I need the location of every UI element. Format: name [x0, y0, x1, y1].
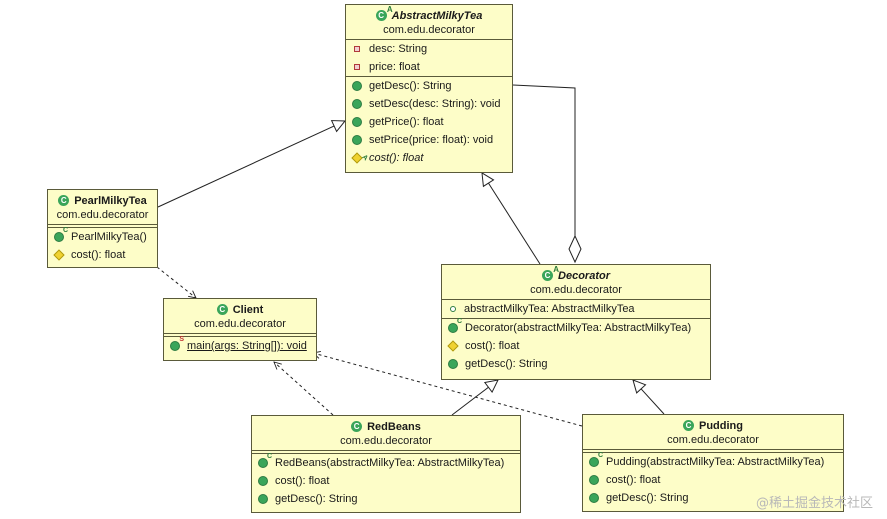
package-field-icon — [450, 306, 456, 312]
constructor-icon: C — [589, 452, 603, 467]
package-name: com.edu.decorator — [194, 318, 286, 330]
aggregation-decorator-abstract — [512, 84, 576, 236]
constructor-icon: C — [258, 453, 272, 468]
aggregation-diamond — [568, 234, 582, 264]
method-row[interactable]: getDesc(): String — [252, 490, 520, 508]
package-name: com.edu.decorator — [667, 434, 759, 446]
method-row[interactable]: cost(): float — [252, 472, 520, 490]
field-row[interactable]: price: float — [346, 58, 512, 76]
dependency-redbeans-to-client — [274, 362, 334, 416]
public-method-icon — [352, 135, 362, 145]
protected-method-icon — [447, 340, 459, 352]
public-method-icon — [589, 493, 599, 503]
fields-separator — [442, 299, 710, 300]
static-method-icon: S — [170, 336, 184, 351]
generalization-redbeans-to-decorator — [451, 380, 498, 416]
class-icon: C — [216, 304, 228, 315]
generalization-decorator-to-abstract — [482, 173, 541, 265]
method-row[interactable]: getDesc(): String — [442, 355, 710, 373]
private-field-icon — [354, 46, 360, 52]
protected-method-icon — [53, 249, 65, 261]
public-method-icon — [448, 359, 458, 369]
package-name: com.edu.decorator — [340, 435, 432, 447]
methods-separator — [583, 452, 843, 453]
fields-separator — [252, 450, 520, 451]
methods-separator — [442, 318, 710, 319]
method-row[interactable]: cost(): float — [442, 337, 710, 355]
package-name: com.edu.decorator — [56, 209, 149, 221]
generalization-pearl-to-abstract — [157, 121, 345, 208]
methods-separator — [252, 453, 520, 454]
public-method-icon — [352, 117, 362, 127]
method-row[interactable]: cost(): float — [583, 471, 843, 489]
class-name: RedBeans — [367, 420, 421, 433]
package-name: com.edu.decorator — [530, 284, 622, 296]
dependency-pudding-to-client — [313, 353, 583, 427]
generalization-pudding-to-decorator — [633, 380, 665, 415]
class-icon: C — [351, 421, 363, 432]
private-field-icon — [354, 64, 360, 70]
public-method-icon — [352, 99, 362, 109]
fields-separator — [346, 39, 512, 40]
dependency-pearl-to-client — [156, 266, 196, 298]
constructor-icon: C — [448, 318, 462, 333]
public-method-icon — [352, 81, 362, 91]
constructor-icon: C — [54, 227, 68, 242]
fields-separator — [583, 449, 843, 450]
class-name: Pudding — [699, 419, 743, 432]
class-icon: C — [683, 420, 694, 431]
class-name: PearlMilkyTea — [74, 194, 147, 207]
class-icon: C — [58, 195, 70, 206]
methods-separator — [164, 336, 316, 337]
class-name: Client — [232, 303, 264, 316]
public-method-icon — [258, 476, 268, 486]
method-row[interactable]: setDesc(desc: String): void — [346, 95, 512, 113]
method-row[interactable]: cost(): float — [48, 246, 157, 264]
public-method-icon — [589, 475, 599, 485]
methods-separator — [346, 76, 512, 77]
method-row[interactable]: setPrice(price: float): void — [346, 131, 512, 149]
class-name: AbstractMilkyTea — [391, 9, 483, 22]
package-name: com.edu.decorator — [383, 24, 475, 36]
protected-abstract-method-icon: A — [351, 152, 369, 164]
class-name: Decorator — [558, 269, 610, 282]
fields-separator — [164, 333, 316, 334]
public-method-icon — [258, 494, 268, 504]
field-row[interactable]: abstractMilkyTea: AbstractMilkyTea — [442, 300, 710, 318]
method-row[interactable]: getDesc(): String — [583, 489, 843, 507]
methods-separator — [48, 227, 157, 228]
fields-separator — [48, 224, 157, 225]
method-row[interactable]: getPrice(): float — [346, 113, 512, 131]
method-row[interactable]: getDesc(): String — [346, 77, 512, 95]
watermark: @稀土掘金技术社区 — [755, 496, 873, 511]
field-row[interactable]: desc: String — [346, 40, 512, 58]
